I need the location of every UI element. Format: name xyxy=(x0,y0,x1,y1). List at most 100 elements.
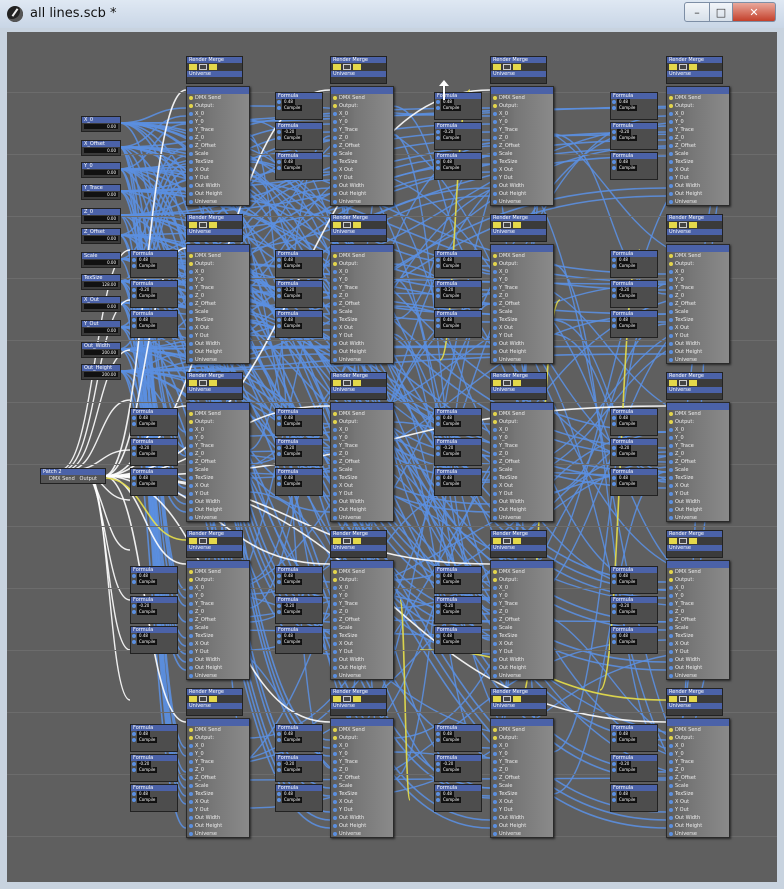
input-value[interactable]: 0.00 xyxy=(84,192,118,197)
dmx-port[interactable]: Universe xyxy=(187,198,249,206)
dmx-port[interactable]: Z_Offset xyxy=(667,458,729,466)
formula-value[interactable]: -0.20 xyxy=(131,603,177,609)
compile-button[interactable]: Compile xyxy=(611,105,657,111)
formula-value[interactable]: 0.48 xyxy=(276,791,322,797)
dmx-port[interactable]: Output: xyxy=(667,260,729,268)
render-toggle-icon[interactable] xyxy=(353,64,361,70)
compile-button[interactable]: Compile xyxy=(611,579,657,585)
dmx-port[interactable]: Out Height xyxy=(331,664,393,672)
compile-button[interactable]: Compile xyxy=(435,421,481,427)
render-toggle-icon[interactable] xyxy=(493,696,501,702)
render-toggle-icon[interactable] xyxy=(189,64,197,70)
compile-button[interactable]: Compile xyxy=(131,609,177,615)
dmx-node-header[interactable] xyxy=(491,87,553,94)
compile-button[interactable]: Compile xyxy=(131,579,177,585)
dmx-port[interactable]: X Out xyxy=(331,166,393,174)
dmx-port[interactable]: Scale xyxy=(187,782,249,790)
dmx-port[interactable]: Output: xyxy=(667,734,729,742)
dmx-port[interactable]: X_0 xyxy=(187,268,249,276)
dmx-port[interactable]: Y_Trace xyxy=(187,600,249,608)
formula-value[interactable]: -0.20 xyxy=(611,287,657,293)
dmx-port[interactable]: Y_0 xyxy=(491,592,553,600)
dmx-node-header[interactable] xyxy=(667,403,729,410)
dmx-port[interactable]: Scale xyxy=(331,624,393,632)
formula-value[interactable]: 0.48 xyxy=(276,317,322,323)
dmx-port[interactable]: Scale xyxy=(187,466,249,474)
compile-button[interactable]: Compile xyxy=(435,263,481,269)
dmx-port[interactable]: Output: xyxy=(331,260,393,268)
formula-value[interactable]: -0.20 xyxy=(131,445,177,451)
render-merge-buttons[interactable] xyxy=(493,64,544,70)
formula-value[interactable]: 0.48 xyxy=(131,731,177,737)
dmx-port[interactable]: Z_0 xyxy=(331,450,393,458)
dmx-port[interactable]: Y Out xyxy=(667,490,729,498)
compile-button[interactable]: Compile xyxy=(611,135,657,141)
dmx-port[interactable]: Output: xyxy=(331,418,393,426)
dmx-port[interactable]: DMX Send xyxy=(331,94,393,102)
dmx-port[interactable]: TexSize xyxy=(491,632,553,640)
dmx-node-header[interactable] xyxy=(187,87,249,94)
dmx-port[interactable]: Z_0 xyxy=(491,766,553,774)
dmx-port[interactable]: TexSize xyxy=(667,158,729,166)
formula-value[interactable]: 0.48 xyxy=(611,99,657,105)
render-toggle-icon[interactable] xyxy=(209,380,217,386)
dmx-port[interactable]: Z_0 xyxy=(331,608,393,616)
input-value[interactable]: 0.00 xyxy=(84,170,118,175)
render-toggle-icon[interactable] xyxy=(669,64,677,70)
compile-button[interactable]: Compile xyxy=(611,737,657,743)
input-value[interactable]: 0.00 xyxy=(84,148,118,153)
compile-button[interactable]: Compile xyxy=(435,323,481,329)
formula-value[interactable]: 0.48 xyxy=(435,475,481,481)
dmx-port[interactable]: Y_Trace xyxy=(491,600,553,608)
dmx-port[interactable]: Out Height xyxy=(491,506,553,514)
dmx-port[interactable]: DMX Send xyxy=(667,410,729,418)
dmx-port[interactable]: Y Out xyxy=(331,648,393,656)
dmx-port[interactable]: Scale xyxy=(667,466,729,474)
dmx-port[interactable]: Y_Trace xyxy=(667,600,729,608)
compile-button[interactable]: Compile xyxy=(611,451,657,457)
formula-value[interactable]: -0.20 xyxy=(276,603,322,609)
formula-value[interactable]: 0.48 xyxy=(435,791,481,797)
render-toggle-icon[interactable] xyxy=(679,64,687,70)
render-toggle-icon[interactable] xyxy=(343,380,351,386)
render-toggle-icon[interactable] xyxy=(513,64,521,70)
dmx-port[interactable]: Universe xyxy=(667,514,729,522)
dmx-port[interactable]: Y_Trace xyxy=(331,600,393,608)
formula-value[interactable]: -0.20 xyxy=(131,761,177,767)
render-merge-buttons[interactable] xyxy=(333,696,384,702)
render-toggle-icon[interactable] xyxy=(503,64,511,70)
formula-value[interactable]: 0.48 xyxy=(611,731,657,737)
dmx-port[interactable]: Z_0 xyxy=(187,608,249,616)
dmx-port[interactable]: Y_0 xyxy=(667,750,729,758)
dmx-port[interactable]: TexSize xyxy=(187,790,249,798)
dmx-port[interactable]: Out Width xyxy=(331,340,393,348)
dmx-port[interactable]: Out Height xyxy=(667,348,729,356)
dmx-node-header[interactable] xyxy=(667,561,729,568)
dmx-port[interactable]: Z_Offset xyxy=(187,774,249,782)
dmx-port[interactable]: X_0 xyxy=(331,268,393,276)
compile-button[interactable]: Compile xyxy=(435,481,481,487)
dmx-port[interactable]: Output: xyxy=(491,734,553,742)
compile-button[interactable]: Compile xyxy=(276,135,322,141)
